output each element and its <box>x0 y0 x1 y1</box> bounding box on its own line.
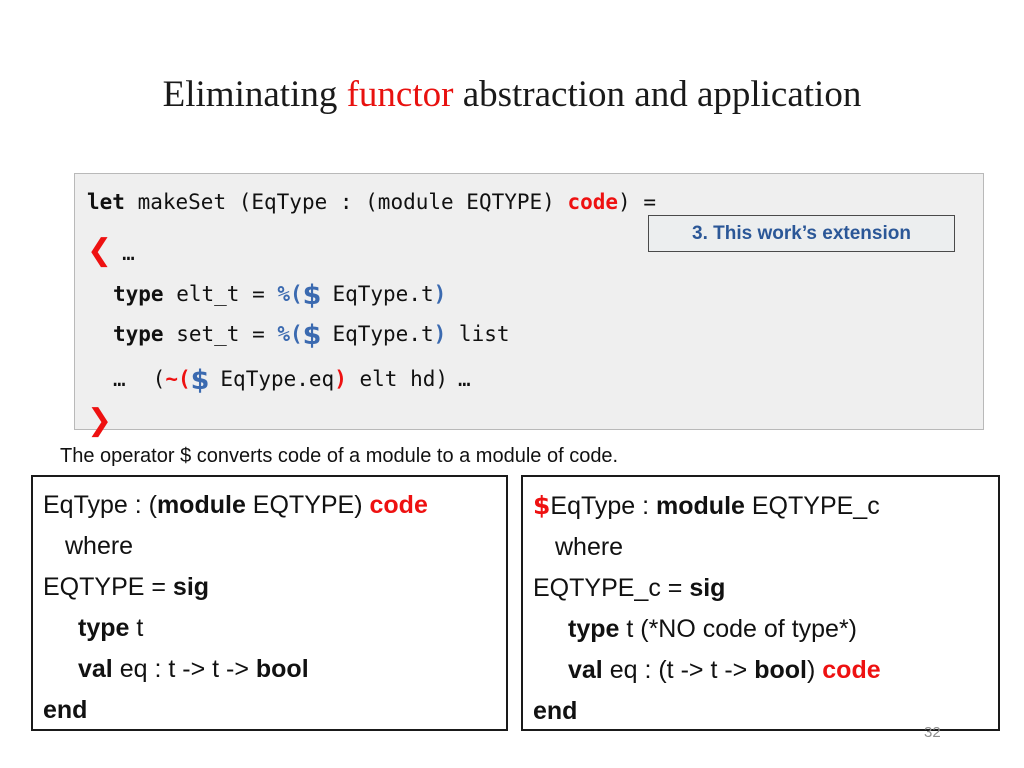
keyword-type-1: type <box>113 282 164 306</box>
left-keyword-module: module <box>156 491 246 519</box>
splice-open-1: %( <box>277 282 303 306</box>
left-keyword-code: code <box>369 491 428 519</box>
code-eqtype-t-1: EqType.t <box>332 282 434 306</box>
ellipsis-2: … <box>113 367 127 391</box>
right-eqtype-label: EqType : <box>550 492 657 520</box>
code-line-1-tail: ) = <box>618 190 656 214</box>
splice-open-2: %( <box>277 322 303 346</box>
ellipsis-3: … <box>458 367 472 391</box>
code-line-1: let makeSet (EqType : (module EQTYPE) co… <box>87 192 656 213</box>
right-keyword-where: where <box>555 533 624 561</box>
paren-open: ( <box>152 367 166 391</box>
splice-close-2: ) <box>433 322 447 346</box>
bracket-close-icon: ❯ <box>87 403 113 438</box>
left-box-line-1: EqType : (module EQTYPE) code <box>33 485 506 526</box>
left-eqtype-label: EqType : ( <box>43 491 157 519</box>
dollar-operator-red: $ <box>533 491 551 520</box>
right-box-line-2: where <box>523 527 998 568</box>
right-keyword-code: code <box>822 656 881 684</box>
ellipsis-1: … <box>122 241 136 265</box>
keyword-type-2: type <box>113 322 164 346</box>
right-keyword-sig: sig <box>689 574 726 602</box>
title-highlight-functor: functor <box>346 74 454 115</box>
code-line-6: ❯ <box>87 406 112 436</box>
callout-label: 3. This work’s extension <box>692 222 911 244</box>
right-eqtype-decl: EQTYPE_c = <box>533 574 690 602</box>
right-box-line-4: type t (*NO code of type*) <box>523 609 998 650</box>
left-box-line-2: where <box>33 526 506 567</box>
left-type-t: t <box>129 614 144 642</box>
left-keyword-where: where <box>65 532 134 560</box>
code-elt-t: elt_t = <box>163 282 278 306</box>
code-line-2: ❮… <box>87 236 136 266</box>
title-text-before: Eliminating <box>162 74 347 115</box>
left-val-eq-sig: eq : t -> t -> <box>112 655 256 683</box>
code-eqtype-t-2: EqType.t <box>332 322 434 346</box>
right-eqtype-name: EQTYPE_c <box>744 492 880 520</box>
splice-close-1: ) <box>433 282 447 306</box>
left-box-line-4: type t <box>33 608 506 649</box>
left-eqtype-decl: EQTYPE = <box>43 573 173 601</box>
right-box-line-6: end <box>523 691 998 732</box>
left-box-line-5: val eq : t -> t -> bool <box>33 649 506 690</box>
page-number: 32 <box>924 724 941 741</box>
right-box-line-1: $EqType : module EQTYPE_c <box>523 485 998 527</box>
signature-box-right: $EqType : module EQTYPE_c where EQTYPE_c… <box>521 475 1000 731</box>
code-line-5: … (~($ EqType.eq) elt hd) … <box>87 364 472 394</box>
right-val-eq-sig: eq : (t -> t -> <box>602 656 755 684</box>
left-eqtype-name: EQTYPE) <box>245 491 370 519</box>
left-keyword-val: val <box>78 655 113 683</box>
callout-this-works-extension: 3. This work’s extension <box>648 215 955 252</box>
caption-operator-description: The operator $ converts code of a module… <box>60 445 618 468</box>
code-set-t: set_t = <box>163 322 278 346</box>
right-keyword-val: val <box>568 656 603 684</box>
title-text-after: abstraction and application <box>453 74 862 115</box>
dollar-operator-3: $ <box>190 365 211 396</box>
page-title: Eliminating functor abstraction and appl… <box>0 72 1024 118</box>
code-block: let makeSet (EqType : (module EQTYPE) co… <box>74 173 984 436</box>
dollar-operator-1: $ <box>302 280 323 311</box>
right-box-line-5: val eq : (t -> t -> bool) code <box>523 650 998 691</box>
antiquote-close: ) <box>334 367 347 391</box>
code-line-4: type set_t = %($ EqType.t) list <box>87 319 510 349</box>
left-keyword-end: end <box>43 696 88 724</box>
left-keyword-bool: bool <box>255 655 309 683</box>
code-keyword-code: code <box>567 190 619 214</box>
caption-text: The operator $ converts code of a module… <box>60 445 619 467</box>
right-keyword-module: module <box>656 492 745 520</box>
dollar-operator-2: $ <box>302 320 323 351</box>
code-elt-hd: elt hd) <box>346 367 449 391</box>
right-type-t-comment: t (*NO code of type*) <box>619 615 858 643</box>
code-line-3: type elt_t = %($ EqType.t) <box>87 279 447 309</box>
left-box-line-3: EQTYPE = sig <box>33 567 506 608</box>
antiquote-open: ~( <box>165 367 191 391</box>
left-box-line-6: end <box>33 690 506 731</box>
left-keyword-sig: sig <box>172 573 210 601</box>
code-line-1-text: makeSet (EqType : (module EQTYPE) <box>124 190 568 214</box>
left-keyword-type: type <box>78 614 130 642</box>
keyword-let: let <box>87 190 125 214</box>
right-val-eq-close: ) <box>806 656 823 684</box>
right-keyword-bool: bool <box>754 656 807 684</box>
right-keyword-type: type <box>568 615 620 643</box>
right-keyword-end: end <box>533 697 578 725</box>
code-eqtype-eq: EqType.eq <box>220 367 335 391</box>
right-box-line-3: EQTYPE_c = sig <box>523 568 998 609</box>
bracket-open-icon: ❮ <box>87 233 113 268</box>
code-list-keyword: list <box>446 322 510 346</box>
signature-box-left: EqType : (module EQTYPE) code where EQTY… <box>31 475 508 731</box>
